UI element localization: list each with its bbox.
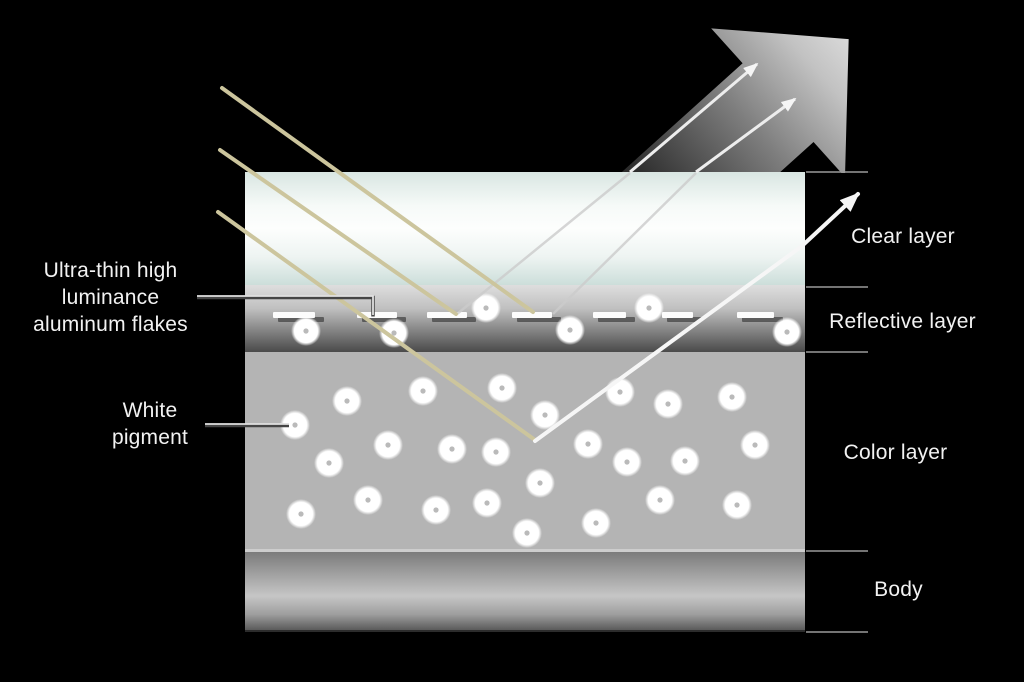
color-body-boundary [245, 549, 805, 552]
aluminum-flake [427, 312, 467, 318]
flake-shadow [598, 317, 635, 322]
incoming-rays-group [216, 86, 537, 442]
pigment-dot-core [593, 520, 599, 526]
aluminum-flake [593, 312, 626, 318]
flake-shadow [667, 317, 702, 322]
flake-shadow [432, 317, 476, 322]
pigment-annotation-line: White [122, 399, 178, 422]
incoming-light-ray [218, 148, 458, 316]
aluminum-flake [357, 312, 397, 318]
pigment-dot-core [624, 459, 630, 465]
reflective-dot-core [483, 305, 489, 311]
bold-reflected-arrow [533, 192, 860, 443]
internal-reflections-group [456, 172, 697, 315]
color-layer-label: Color layer [843, 441, 948, 464]
flake-shadow [517, 317, 561, 322]
body-layer-label: Body [874, 578, 923, 601]
color-layer-rect [245, 352, 805, 550]
pigment-annotation-line: pigment [111, 426, 189, 449]
reflective-dots-group [291, 293, 802, 348]
pigment-dot-core [729, 394, 735, 400]
reflective-dot-core [646, 305, 652, 311]
pigment-dot-core [682, 458, 688, 464]
aluminum-flake [662, 312, 693, 318]
layer-tick-lines-group [806, 171, 868, 633]
pigment-dot-core [292, 422, 298, 428]
exit-arrows-group [629, 62, 797, 174]
incoming-light-ray [220, 86, 535, 314]
pigment-dot-core [665, 401, 671, 407]
pigment-dot-core [344, 398, 350, 404]
reflective-layer-label: Reflective layer [829, 310, 976, 333]
bright-reflected-ray-group [533, 192, 860, 443]
pigment-dot-core [385, 442, 391, 448]
pigment-dot-core [542, 412, 548, 418]
body-layer-rect [245, 552, 805, 632]
pigment-dot-core [524, 530, 530, 536]
flakes-annotation-line: aluminum flakes [33, 313, 188, 336]
big-reflection-arrow [534, 28, 849, 173]
flakes-annotation-line: luminance [61, 286, 160, 309]
incoming-light-ray [216, 210, 537, 442]
flakes-leader-line [197, 295, 374, 315]
aluminum-flake [737, 312, 774, 318]
pigment-dots-group [280, 373, 770, 548]
pigment-dot-core [298, 511, 304, 517]
pigment-dot-core [449, 446, 455, 452]
pigment-dot-core [493, 449, 499, 455]
clear-layer-rect [245, 172, 805, 285]
pigment-dot-core [734, 502, 740, 508]
reflective-dot-core [784, 329, 790, 335]
internal-reflection-ray [456, 172, 631, 315]
reflective-dot-core [391, 330, 397, 336]
leader-lines-group [197, 295, 375, 428]
pigment-dot-core [365, 497, 371, 503]
flakes-annotation-line: Ultra-thin high [43, 259, 178, 282]
reflective-dot-core [303, 328, 309, 334]
pigment-dot-core [617, 389, 623, 395]
aluminum-flake [512, 312, 552, 318]
clear-layer-label: Clear layer [851, 225, 955, 248]
flakes-annotation: Ultra-thin high luminance aluminum flake… [8, 257, 213, 338]
pigment-dot-core [752, 442, 758, 448]
body-bottom-edge [245, 630, 805, 632]
pigment-dot-core [657, 497, 663, 503]
internal-reflection-ray [552, 172, 697, 315]
pigment-dot-core [433, 507, 439, 513]
pigment-dot-core [420, 388, 426, 394]
pigment-annotation: White pigment [75, 397, 225, 451]
pigment-dot-core [499, 385, 505, 391]
pigment-dot-core [585, 441, 591, 447]
flake-shadow [742, 317, 783, 322]
pigment-dot-core [484, 500, 490, 506]
thin-exit-arrow [629, 62, 759, 174]
pigment-dot-core [537, 480, 543, 486]
thin-exit-arrow [695, 97, 797, 174]
reflective-dot-core [567, 327, 573, 333]
pigment-dot-core [326, 460, 332, 466]
